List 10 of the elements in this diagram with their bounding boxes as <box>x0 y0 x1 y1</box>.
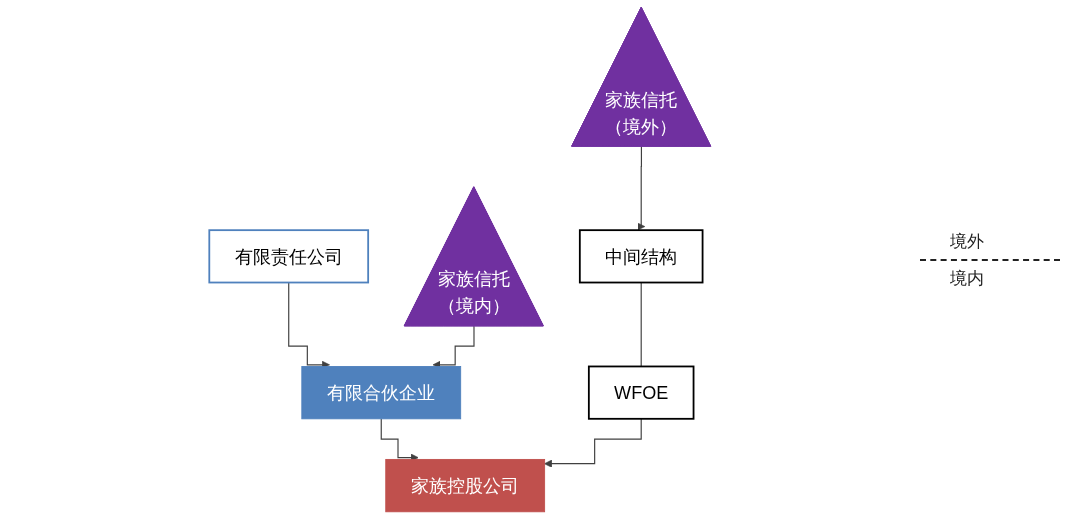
arrow <box>637 146 646 231</box>
node-box: WFOE <box>587 365 695 420</box>
node-box: 有限责任公司 <box>208 229 370 284</box>
node-box: 有限合伙企业 <box>301 366 462 420</box>
connector <box>640 281 642 368</box>
node-box: 家族控股公司 <box>385 459 546 513</box>
region-label: 境内 <box>950 267 984 290</box>
node-box: 中间结构 <box>578 229 704 284</box>
region-label: 境外 <box>950 230 984 253</box>
arrow <box>544 418 642 468</box>
